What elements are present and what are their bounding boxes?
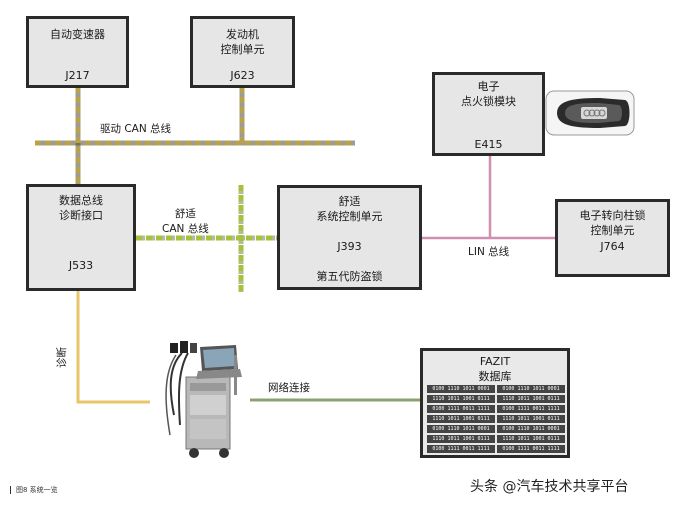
j764-code: J764 <box>600 240 625 253</box>
j393-title: 舒适 系统控制单元 <box>316 195 383 223</box>
e415-title: 电子 点火锁模块 <box>461 80 516 108</box>
fazit-data-cell: 1110 1011 1001 0111 <box>427 435 495 443</box>
box-j764: 电子转向柱锁 控制单元 J764 <box>555 199 670 277</box>
diagnosis-line <box>76 290 165 404</box>
j764-title: 电子转向柱锁 控制单元 <box>579 209 646 237</box>
fazit-data-cell: 0100 1110 1011 0001 <box>497 425 565 433</box>
fazit-data-cell: 0100 1110 1011 0001 <box>497 385 565 393</box>
j393-code: J393 <box>337 240 362 253</box>
comfort-can-label: 舒适 CAN 总线 <box>162 208 209 235</box>
fazit-data-cell: 1110 1011 1001 0111 <box>497 415 565 423</box>
j393-note: 第五代防盗锁 <box>316 270 383 283</box>
box-j393: 舒适 系统控制单元 J393 第五代防盗锁 <box>277 185 422 290</box>
fazit-data-cell: 1110 1011 1001 0111 <box>427 395 495 403</box>
j533-title: 数据总线 诊断接口 <box>59 194 103 222</box>
j623-code: J623 <box>230 69 255 82</box>
fazit-data-cell: 0100 1111 0011 1111 <box>427 405 495 413</box>
j623-title: 发动机 控制单元 <box>220 28 265 56</box>
fazit-title: FAZIT 数据库 <box>478 355 512 383</box>
diagnostic-tester-icon <box>150 325 250 465</box>
fazit-data-cell: 0100 1111 0011 1111 <box>497 445 565 453</box>
figure-caption-text: 图8 系统一览 <box>16 486 58 494</box>
fazit-data-cell: 1110 1011 1001 0111 <box>427 415 495 423</box>
network-label: 网络连接 <box>268 382 310 394</box>
j533-code: J533 <box>68 259 94 272</box>
j217-code: J217 <box>65 69 90 82</box>
box-e415: 电子 点火锁模块 E415 <box>432 72 545 156</box>
j217-title: 自动变速器 <box>50 28 105 41</box>
fazit-data-cell: 1110 1011 1001 0111 <box>497 435 565 443</box>
fazit-data-cell: 0100 1111 0011 1111 <box>497 405 565 413</box>
watermark: 头条 @汽车技术共享平台 <box>470 479 629 495</box>
fazit-data-cell: 1110 1011 1001 0111 <box>497 395 565 403</box>
box-j623: 发动机 控制单元 J623 <box>190 16 295 88</box>
lin-bus-label: LIN 总线 <box>468 246 510 258</box>
fazit-data-cell: 0100 1110 1011 0001 <box>427 385 495 393</box>
box-j533: 数据总线 诊断接口 J533 <box>26 184 136 291</box>
fazit-data-cell: 0100 1111 0011 1111 <box>427 445 495 453</box>
e415-code: E415 <box>474 138 503 151</box>
fazit-data-cell: 0100 1110 1011 0001 <box>427 425 495 433</box>
drive-can-label: 驱动 CAN 总线 <box>100 123 172 135</box>
diagnosis-label: 诊断 <box>56 347 68 368</box>
car-key-icon <box>545 90 635 136</box>
figure-caption: 图8 系统一览 <box>10 485 58 495</box>
box-j217: 自动变速器 J217 <box>26 16 129 88</box>
